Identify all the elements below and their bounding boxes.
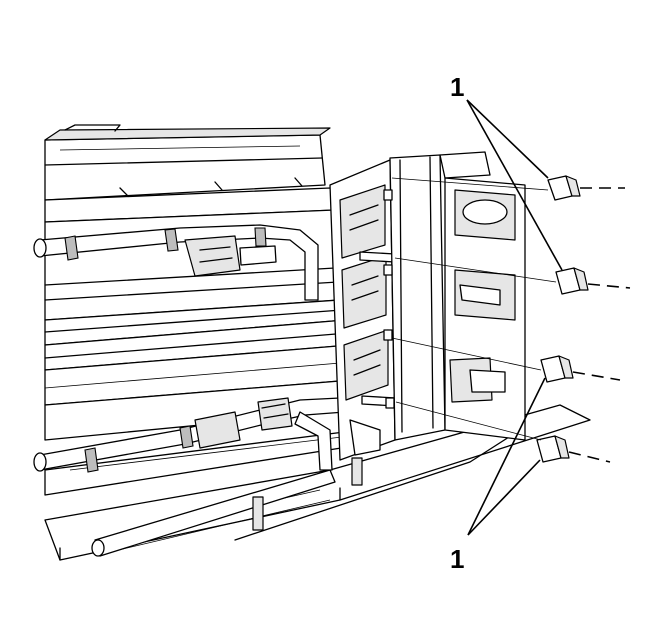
lower-rod (91, 469, 336, 557)
callout-bottom: 1 (450, 377, 546, 574)
upper-hose (33, 224, 319, 301)
top-housing (44, 124, 331, 201)
nut-icon (536, 435, 570, 463)
right-panel (383, 151, 526, 441)
callout-top: 1 (450, 72, 563, 271)
nut-icon (540, 355, 574, 383)
callout-label-bottom: 1 (450, 544, 464, 574)
callout-label-top: 1 (450, 72, 464, 102)
lower-hose (33, 397, 346, 473)
nut-icon (555, 267, 589, 295)
floor-pins (252, 457, 363, 531)
center-bracket (329, 159, 397, 461)
nut-icon (547, 175, 581, 201)
